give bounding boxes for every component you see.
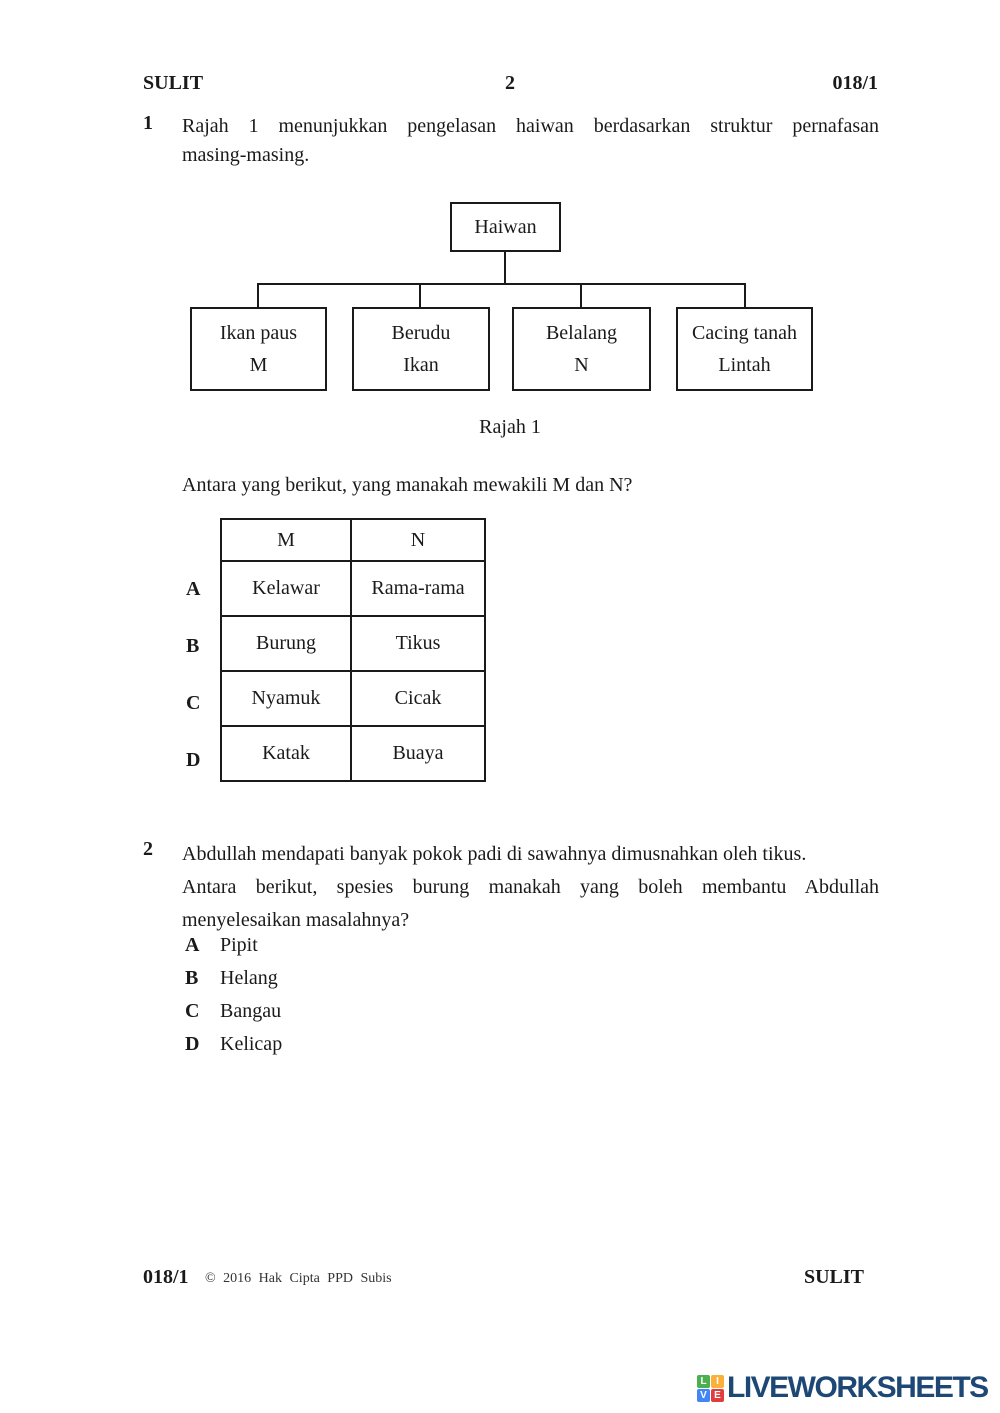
column-header-m: M [220,518,352,562]
question-1-stem: Antara yang berikut, yang manakah mewaki… [182,474,633,496]
diagram-root-box: Haiwan [450,202,561,252]
diagram-box-berudu: Berudu Ikan [352,307,490,391]
question-2-line: menyelesaikan masalahnya? [182,909,410,931]
cell-m: Burung [220,615,352,672]
figure-caption: Rajah 1 [479,416,541,438]
option-c: C Bangau [185,1000,281,1023]
liveworksheets-tiles-icon: L I V E [697,1374,724,1402]
logo-tile-e: E [711,1388,724,1402]
option-b: B Helang [185,967,278,990]
cell-n: Buaya [350,725,486,782]
option-letter-c: C [186,692,201,714]
option-label: Pipit [220,934,258,956]
diagram-box-label: Ikan [403,353,439,376]
option-letter-a: A [185,934,200,956]
option-label: Kelicap [220,1033,283,1055]
diagram-box-cacing-tanah: Cacing tanah Lintah [676,307,813,391]
question-1-text: Rajah 1 menunjukkan pengelasan haiwan be… [182,112,879,170]
footer-paper-code: 018/1 [143,1266,189,1288]
logo-tile-i: I [711,1374,724,1388]
table-row: Kelawar Rama-rama [220,560,486,617]
logo-tile-l: L [697,1374,710,1388]
diagram-box-label: Ikan paus [219,321,298,344]
option-label: Bangau [220,1000,282,1022]
option-letter-b: B [185,967,199,989]
header-confidential-label: SULIT [143,72,204,94]
connector-line [257,283,746,285]
connector-line [419,283,421,307]
answer-table: M N Kelawar Rama-rama Burung Tikus Nyamu… [220,518,486,782]
diagram-root-label: Haiwan [474,215,537,238]
paper-code: 018/1 [832,72,878,94]
diagram-box-belalang: Belalang N [512,307,651,391]
option-letter-a: A [186,578,201,600]
cell-n: Rama-rama [350,560,486,617]
question-2-line: Antara berikut, spesies burung manakah y… [182,876,879,898]
connector-line [580,283,582,307]
column-header-n: N [350,518,486,562]
question-1-line: masing-masing. [182,144,310,166]
liveworksheets-logo[interactable]: L I V E LIVEWORKSHEETS [697,1371,989,1404]
option-letter-d: D [185,1033,200,1055]
option-a: A Pipit [185,934,258,957]
option-letter-b: B [186,635,200,657]
diagram-box-ikan-paus: Ikan paus M [190,307,327,391]
cell-n: Cicak [350,670,486,727]
question-2-text: Abdullah mendapati banyak pokok padi di … [182,838,879,937]
diagram-box-label: N [574,353,589,376]
diagram-box-label: Lintah [718,353,771,376]
connector-line [257,283,259,307]
table-row: Burung Tikus [220,615,486,672]
question-2-number: 2 [143,838,153,860]
page-number: 2 [505,72,515,94]
connector-line [504,252,506,283]
diagram-box-label: M [249,353,268,376]
diagram-box-label: Cacing tanah [692,321,797,344]
table-row: Katak Buaya [220,725,486,782]
diagram-box-label: Belalang [545,321,618,344]
answer-table-header-row: M N [220,518,486,562]
table-row: Nyamuk Cicak [220,670,486,727]
diagram-box-label: Berudu [391,321,451,344]
question-1-line: Rajah 1 menunjukkan pengelasan haiwan be… [182,115,879,137]
question-2-line: Abdullah mendapati banyak pokok padi di … [182,843,807,865]
footer-confidential: SULIT [803,1266,864,1288]
cell-m: Nyamuk [220,670,352,727]
option-label: Helang [220,967,278,989]
cell-n: Tikus [350,615,486,672]
option-letter-c: C [185,1000,200,1022]
footer-copyright: © 2016 Hak Cipta PPD Subis [205,1271,392,1286]
cell-m: Kelawar [220,560,352,617]
liveworksheets-wordmark: LIVEWORKSHEETS [727,1371,989,1404]
option-d: D Kelicap [185,1033,282,1056]
connector-line [744,283,746,307]
cell-m: Katak [220,725,352,782]
logo-tile-v: V [697,1388,710,1402]
option-letter-d: D [186,749,201,771]
question-1-number: 1 [143,112,153,134]
